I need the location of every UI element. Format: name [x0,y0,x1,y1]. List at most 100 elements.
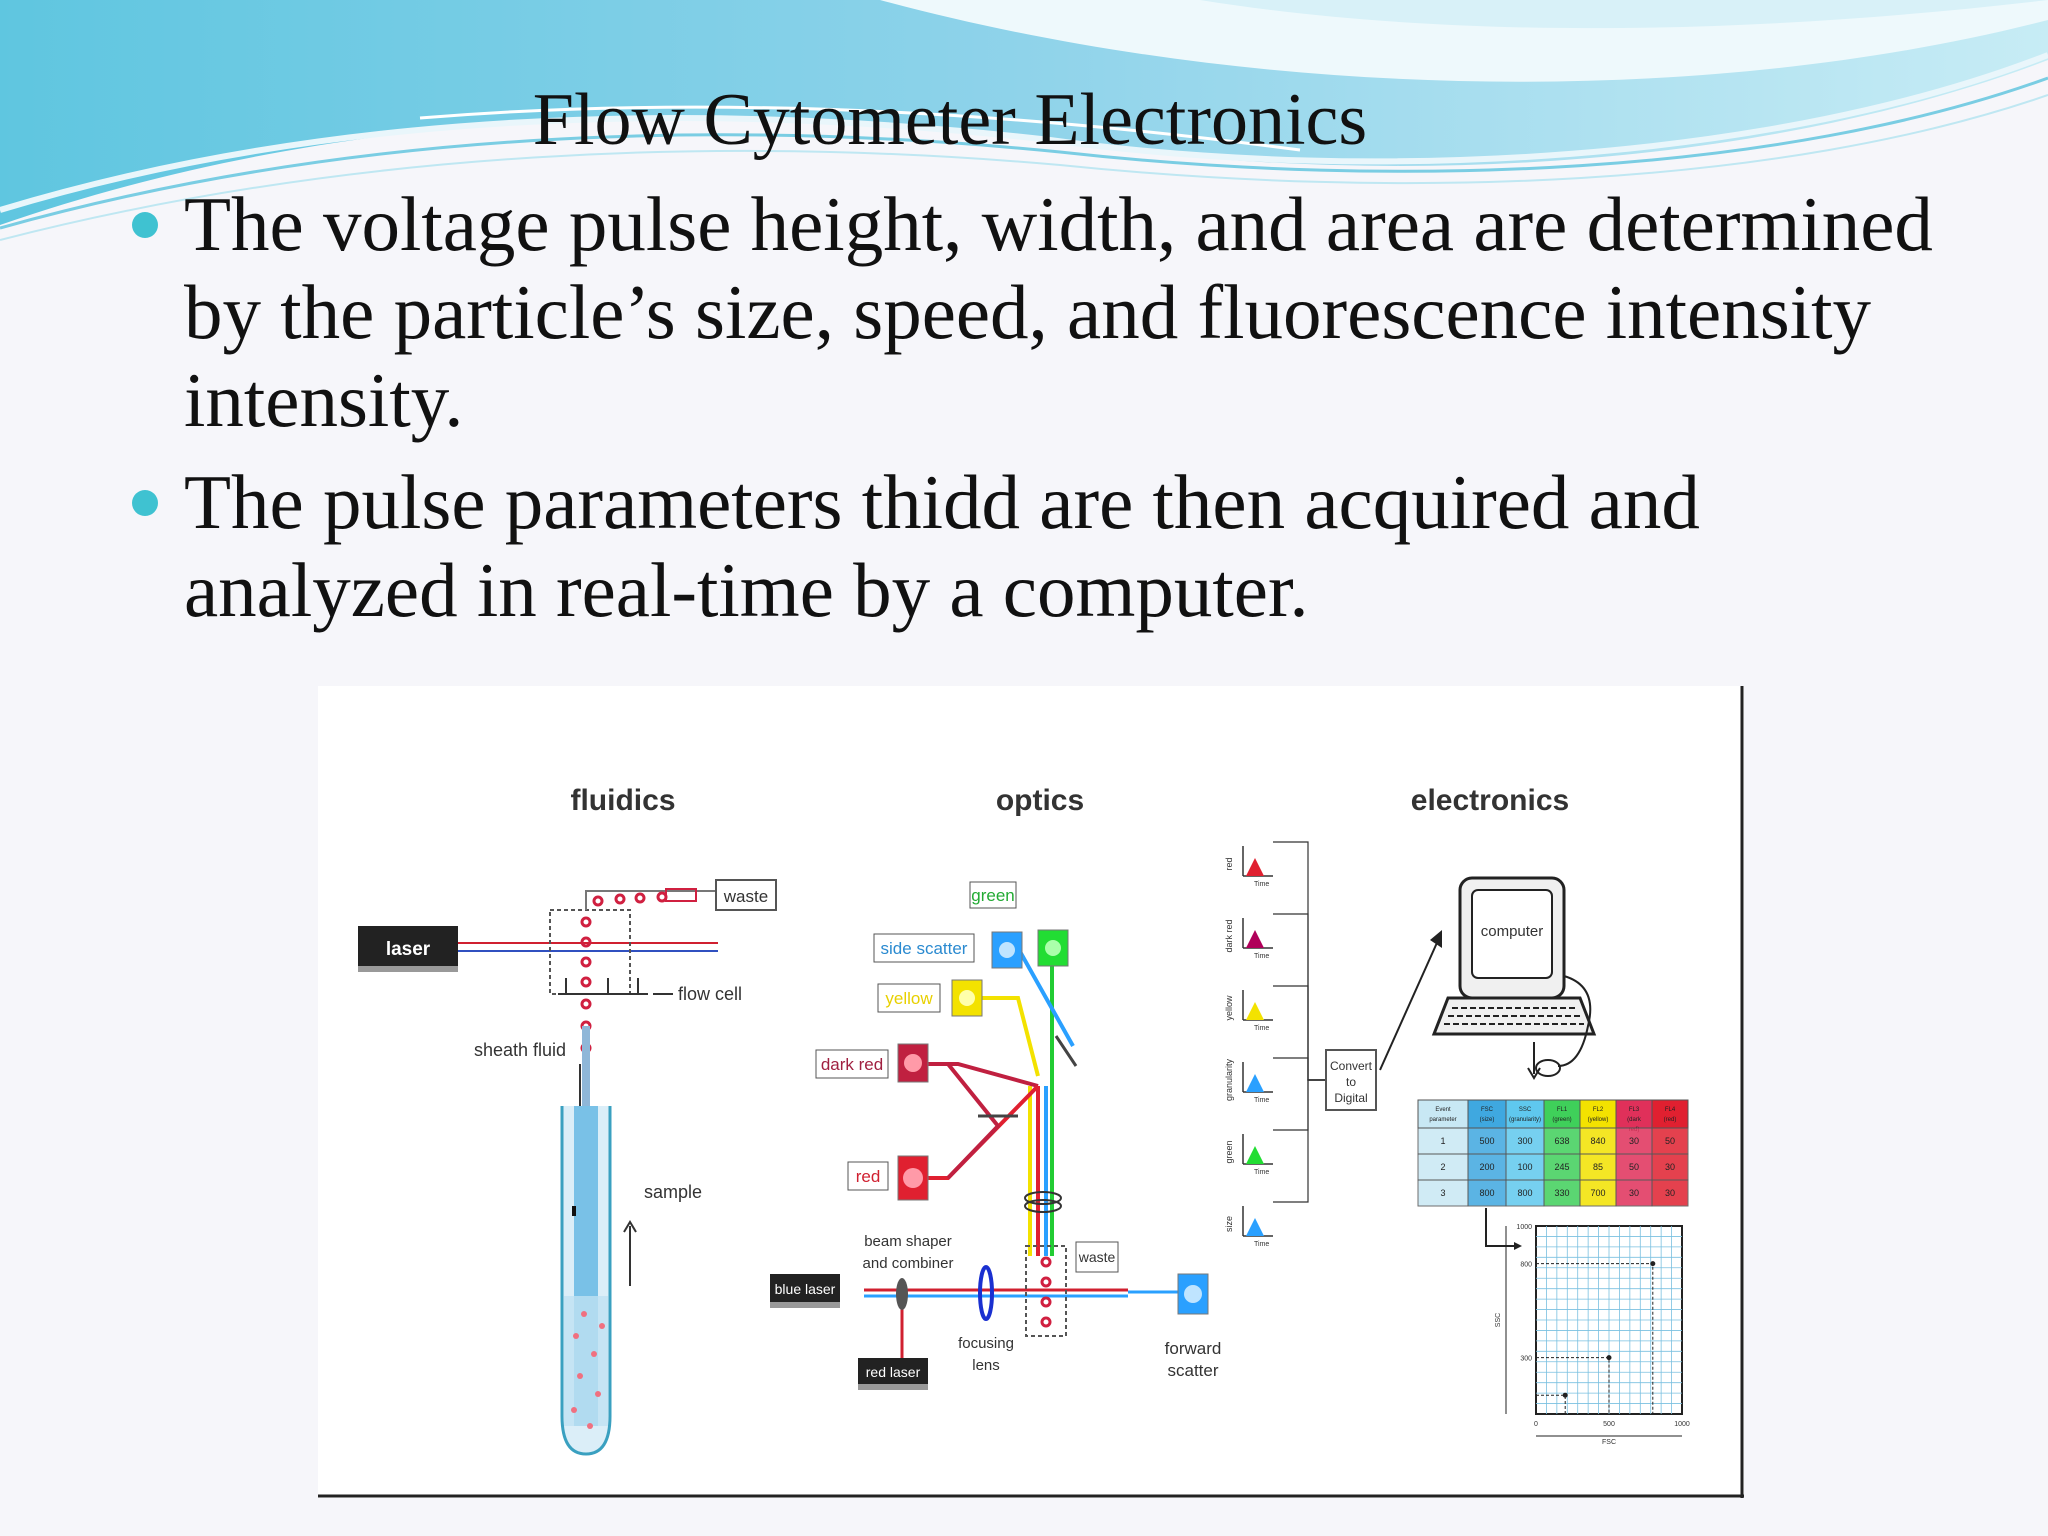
fluidics-section: laser waste flow cell sheath fluid [358,879,777,1456]
table-cell [1417,1153,1469,1181]
plot-ytick: 300 [1520,1356,1532,1363]
pulse-label: green [1224,1140,1234,1163]
plot-xtick: 1000 [1674,1421,1690,1428]
section-title-fluidics: fluidics [570,784,675,817]
pulse-label: granularity [1224,1058,1234,1101]
table-header-text: FL3 [1629,1107,1640,1113]
table-header-cell [1467,1099,1507,1129]
table-cell-text: 30 [1629,1136,1639,1146]
laser-box [358,926,458,968]
table-header-text: FL1 [1557,1107,1568,1113]
table-cell-text: 85 [1593,1162,1603,1172]
table-cell-text: 700 [1590,1188,1605,1198]
plot-point [1562,1392,1568,1398]
side-scatter-detector: side scatter [873,931,1023,969]
table-cell-text: 2 [1440,1162,1445,1172]
convert-to-digital-box [1325,1049,1377,1111]
table-header-text: (dark [1627,1117,1642,1123]
yellow-label: yellow [885,989,933,1008]
table-cell-text: 200 [1479,1162,1494,1172]
table-cell-text: 840 [1590,1136,1605,1146]
table-header-text: (granularity) [1509,1117,1541,1123]
scatter-label: scatter [1167,1361,1218,1380]
convert-digital-label: Digital [1334,1091,1367,1105]
forward-label: forward [1165,1339,1222,1358]
plot-ytick: 800 [1520,1262,1532,1269]
table-cell [1505,1127,1545,1155]
table-cell [1467,1127,1507,1155]
table-cell-text: 330 [1554,1188,1569,1198]
beam-shaper-label: beam shaper [864,1233,952,1250]
bullet-dot-icon [132,490,158,516]
optics-waste-label: waste [1078,1249,1116,1265]
dark-red-label: dark red [821,1055,883,1074]
table-header-cell [1615,1099,1653,1129]
table-cell [1615,1153,1653,1181]
sheath-fluid-label: sheath fluid [474,1040,566,1060]
focusing-lens [978,1265,994,1321]
table-cell [1543,1153,1581,1181]
pulse-time-label: Time [1254,1169,1269,1176]
table-cell [1467,1153,1507,1181]
table-cell-text: 100 [1517,1162,1532,1172]
pulse-time-label: Time [1254,1025,1269,1032]
red-detector: red [847,1155,929,1201]
sample-label: sample [644,1182,702,1202]
table-cell-text: 3 [1440,1188,1445,1198]
combiner-label: and combiner [863,1255,954,1272]
plot-xtick: 0 [1534,1421,1538,1428]
section-title-optics: optics [996,784,1084,817]
flow-cytometer-diagram: fluidics optics electronics laser waste … [318,686,1744,1498]
flow-cell-label: flow cell [678,984,742,1004]
table-cell [1505,1179,1545,1207]
table-cell-text: 300 [1517,1136,1532,1146]
table-cell [1417,1127,1469,1155]
table-cell [1615,1127,1653,1155]
side-scatter-label: side scatter [881,939,968,958]
green-label: green [971,886,1014,905]
table-cell [1579,1179,1617,1207]
plot-point [1606,1355,1612,1361]
table-cell-text: 800 [1479,1188,1494,1198]
focusing-label: focusing [958,1335,1014,1352]
table-cell-text: 500 [1479,1136,1494,1146]
pulse-label: dark red [1224,919,1234,952]
plot-guide [1536,1394,1566,1414]
table-cell-text: 30 [1665,1162,1675,1172]
table-header-text: FL4 [1665,1107,1676,1113]
table-header-text: FSC [1481,1107,1494,1113]
convert-to-label: to [1346,1075,1356,1089]
red-laser-label: red laser [866,1364,921,1380]
pulse-time-label: Time [1254,1097,1269,1104]
table-header-cell [1579,1099,1617,1129]
bullet-item: The voltage pulse height, width, and are… [130,180,1950,444]
table-cell-text: 638 [1554,1136,1569,1146]
table-header-text: (size) [1480,1117,1495,1123]
event-data-table: EventparameterFSC(size)SSC(granularity)F… [1417,1099,1689,1207]
table-header-text: FL2 [1593,1107,1604,1113]
bullet-text: The pulse parameters thidd are then acqu… [184,459,1700,633]
beam-combiner [896,1278,908,1310]
table-header-cell [1505,1099,1545,1129]
table-cell-text: 30 [1629,1188,1639,1198]
table-header-text: Event [1435,1107,1451,1113]
section-title-electronics: electronics [1411,784,1569,817]
waste-box [715,879,777,911]
table-header-text: (yellow) [1588,1117,1609,1123]
optics-flow-cell [1025,1245,1067,1337]
blue-laser: blue laser [770,1274,840,1308]
bullet-dot-icon [132,212,158,238]
waste-label: waste [723,887,768,906]
bullet-text: The voltage pulse height, width, and are… [184,181,1933,443]
convert-label: Convert [1330,1059,1373,1073]
plot-xtick: 500 [1603,1421,1615,1428]
table-header-cell [1417,1099,1469,1129]
optics-section: green side scatter yellow dark red red b… [770,881,1222,1390]
pulse-label: yellow [1224,995,1234,1021]
plot-ylabel: SSC [1495,1313,1502,1327]
table-cell [1467,1179,1507,1207]
table-header-text: (green) [1552,1117,1571,1123]
